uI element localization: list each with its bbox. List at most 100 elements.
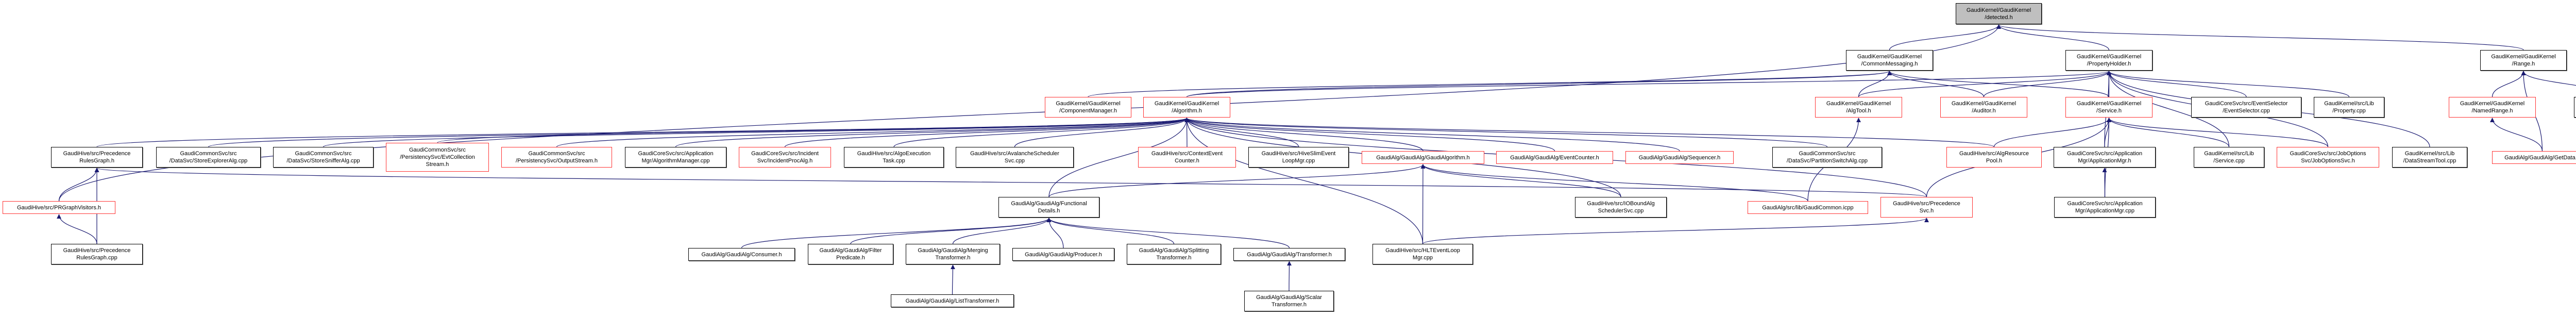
graph-node-funcdet[interactable]: GaudiAlg/GaudiAlg/Functional Details.h [998, 197, 1099, 218]
node-label: GaudiCommonSvc/src /DataSvc/StoreExplore… [169, 151, 248, 164]
graph-node-ctxcounter[interactable]: GaudiHive/src/ContextEvent Counter.h [1138, 147, 1236, 168]
node-label: GaudiCoreSvc/src/JobOptions Svc/JobOptio… [2290, 151, 2366, 164]
edge-algres-to-alg [1184, 118, 1995, 147]
graph-node-rangecpp[interactable]: GaudiKernel/src/Lib /Range.cpp [2574, 97, 2576, 118]
node-label: GaudiHive/src/HLTEventLoop Mgr.cpp [1385, 247, 1460, 261]
graph-node-libsvc[interactable]: GaudiKernel/src/Lib /Service.cpp [2194, 147, 2264, 168]
node-label: GaudiHive/src/PRGraphVisitors.h [16, 204, 101, 211]
edge-gcommon-to-gaudialg [1420, 164, 1808, 202]
graph-node-merging[interactable]: GaudiAlg/GaudiAlg/Merging Transformer.h [906, 244, 1000, 264]
graph-node-iobound[interactable]: GaudiHive/src/IOBoundAlg SchedulerSvc.cp… [1575, 197, 1667, 218]
graph-node-sequencer[interactable]: GaudiAlg/GaudiAlg/Sequencer.h [1625, 151, 1734, 164]
graph-node-algtool[interactable]: GaudiKernel/GaudiKernel /AlgTool.h [1815, 97, 1902, 118]
edge-consumer-to-funcdet [741, 218, 1052, 248]
graph-node-dstool[interactable]: GaudiKernel/src/Lib /DataStreamTool.cpp [2392, 147, 2467, 168]
node-label: GaudiKernel/src/Lib /Service.cpp [2204, 151, 2254, 164]
node-label: GaudiKernel/GaudiKernel /AlgTool.h [1826, 101, 1891, 114]
edge-libsvc-to-service [2107, 118, 2230, 147]
node-label: GaudiKernel/src/Lib /DataStreamTool.cpp [2403, 151, 2456, 164]
node-label: GaudiHive/src/AlgResource Pool.h [1959, 151, 2029, 164]
graph-node-service[interactable]: GaudiKernel/GaudiKernel /Service.h [2065, 97, 2153, 118]
graph-node-algoexec[interactable]: GaudiHive/src/AlgoExecution Task.cpp [844, 147, 944, 168]
graph-node-producer[interactable]: GaudiAlg/GaudiAlg/Producer.h [1012, 248, 1114, 261]
graph-node-jobopt[interactable]: GaudiCoreSvc/src/JobOptions Svc/JobOptio… [2277, 147, 2379, 168]
edge-libsvc-to-ph [2107, 71, 2230, 147]
edge-transformer-to-funcdet [1046, 218, 1290, 248]
graph-node-filter[interactable]: GaudiAlg/GaudiAlg/Filter Predicate.h [808, 244, 893, 264]
edge-avalanche-to-alg [1014, 118, 1189, 147]
graph-node-consumer[interactable]: GaudiAlg/GaudiAlg/Consumer.h [688, 248, 795, 261]
graph-node-evtcoll[interactable]: GaudiCommonSvc/src /PersistencySvc/EvtCo… [386, 143, 489, 172]
node-label: GaudiHive/src/HiveSlimEvent LoopMgr.cpp [1261, 151, 1336, 164]
graph-node-propcpp[interactable]: GaudiKernel/src/Lib /Property.cpp [2314, 97, 2384, 118]
edge-sequencer-to-alg [1184, 118, 1680, 152]
graph-node-gcommon[interactable]: GaudiAlg/src/lib/GaudiCommon.icpp [1748, 201, 1868, 214]
node-label: GaudiKernel/GaudiKernel /CommonMessaging… [1857, 54, 1922, 67]
graph-node-precsvc[interactable]: GaudiHive/src/Precedence Svc.h [1880, 197, 1973, 218]
edge-prgh-to-alg [96, 118, 1189, 147]
node-label: GaudiCommonSvc/src /PersistencySvc/EvtCo… [400, 147, 475, 168]
graph-node-partswitch[interactable]: GaudiCommonSvc/src /DataSvc/PartitionSwi… [1772, 147, 1882, 168]
graph-node-outstream[interactable]: GaudiCommonSvc/src /PersistencySvc/Outpu… [501, 147, 612, 168]
graph-node-storeexp[interactable]: GaudiCommonSvc/src /DataSvc/StoreExplore… [156, 147, 261, 168]
edge-algtool-to-ph [1858, 71, 2111, 97]
graph-node-transformer[interactable]: GaudiAlg/GaudiAlg/Transformer.h [1233, 248, 1345, 261]
graph-node-detected: GaudiKernel/GaudiKernel /detected.h [1956, 3, 2042, 24]
graph-node-prgh[interactable]: GaudiHive/src/Precedence RulesGraph.h [51, 147, 143, 168]
graph-node-algmgr[interactable]: GaudiCoreSvc/src/Application Mgr/Algorit… [625, 147, 726, 168]
edge-jobopt-to-service [2107, 118, 2329, 147]
edge-namedrange-to-range [2492, 71, 2526, 97]
edge-algres-to-service [1993, 118, 2111, 147]
edge-auditor-to-cm [1887, 71, 1985, 97]
edge-getdata-to-namedrange [2490, 118, 2543, 152]
edge-auditor-to-ph [1983, 71, 2111, 97]
graph-node-ph[interactable]: GaudiKernel/GaudiKernel /PropertyHolder.… [2065, 50, 2153, 71]
graph-node-appmgrh[interactable]: GaudiCoreSvc/src/Application Mgr/Applica… [2054, 147, 2156, 168]
graph-node-cm[interactable]: GaudiKernel/GaudiKernel /CommonMessaging… [1846, 50, 1933, 71]
graph-node-getdata[interactable]: GaudiAlg/GaudiAlg/GetData.h [2492, 151, 2576, 164]
graph-node-splitting[interactable]: GaudiAlg/GaudiAlg/Splitting Transformer.… [1127, 244, 1221, 264]
graph-node-incproc[interactable]: GaudiCoreSvc/src/Incident Svc/IncidentPr… [739, 147, 831, 168]
graph-node-algres[interactable]: GaudiHive/src/AlgResource Pool.h [1946, 147, 2042, 168]
node-label: GaudiCoreSvc/src/Application Mgr/Applica… [2066, 151, 2143, 164]
edge-alg-to-ph [1186, 71, 2111, 97]
graph-node-hiveslim[interactable]: GaudiHive/src/HiveSlimEvent LoopMgr.cpp [1248, 147, 1349, 168]
edge-outstream-to-alg [556, 118, 1189, 147]
graph-node-appmgrcpp[interactable]: GaudiCoreSvc/src/Application Mgr/Applica… [2054, 197, 2156, 218]
node-label: GaudiCoreSvc/src/Application Mgr/Algorit… [638, 151, 714, 164]
edge-cm-to-detected [1889, 24, 2001, 51]
graph-node-evsel[interactable]: GaudiCoreSvc/src/EventSelector /EventSel… [2191, 97, 2301, 118]
graph-node-avalanche[interactable]: GaudiHive/src/AvalancheScheduler Svc.cpp [956, 147, 1074, 168]
graph-node-auditor[interactable]: GaudiKernel/GaudiKernel /Auditor.h [1940, 97, 2027, 118]
edge-evsel-to-ph [2107, 71, 2247, 97]
edge-prgv-to-prgh [58, 168, 99, 202]
graph-node-hlt[interactable]: GaudiHive/src/HLTEventLoop Mgr.cpp [1372, 244, 1473, 264]
graph-node-range[interactable]: GaudiKernel/GaudiKernel /Range.h [2480, 50, 2567, 71]
graph-node-storesniff[interactable]: GaudiCommonSvc/src /DataSvc/StoreSniffer… [273, 147, 374, 168]
edge-hlt-to-alg [1184, 118, 1423, 244]
edge-propcpp-to-ph [2107, 71, 2350, 97]
graph-node-namedrange[interactable]: GaudiKernel/GaudiKernel /NamedRange.h [2449, 97, 2536, 118]
graph-node-prgv[interactable]: GaudiHive/src/PRGraphVisitors.h [3, 201, 115, 214]
edge-compmgr-to-cm [1088, 71, 1892, 97]
node-label: GaudiKernel/GaudiKernel /Service.h [2076, 101, 2142, 114]
graph-node-listtr[interactable]: GaudiAlg/GaudiAlg/ListTransformer.h [891, 294, 1014, 307]
node-label: GaudiAlg/GaudiAlg/Scalar Transformer.h [1256, 294, 1322, 308]
graph-node-prgcpp[interactable]: GaudiHive/src/Precedence RulesGraph.cpp [51, 244, 143, 264]
node-label: GaudiAlg/GaudiAlg/Filter Predicate.h [819, 247, 882, 261]
edge-prgv-to-detected [58, 24, 2001, 202]
graph-node-gaudialg[interactable]: GaudiAlg/GaudiAlg/GaudiAlgorithm.h [1362, 151, 1484, 164]
node-label: GaudiKernel/GaudiKernel /PropertyHolder.… [2076, 54, 2142, 67]
edge-funcdet-to-gaudialg [1048, 164, 1426, 197]
edge-algmgr-to-alg [675, 118, 1189, 147]
graph-node-compmgr[interactable]: GaudiKernel/GaudiKernel /ComponentManage… [1045, 97, 1131, 118]
node-label: GaudiHive/src/Precedence Svc.h [1893, 201, 1960, 214]
graph-node-scalar[interactable]: GaudiAlg/GaudiAlg/Scalar Transformer.h [1244, 291, 1334, 311]
node-label: GaudiAlg/GaudiAlg/GaudiAlgorithm.h [1376, 154, 1470, 161]
graph-node-alg[interactable]: GaudiKernel/GaudiKernel /Algorithm.h [1143, 97, 1230, 118]
edge-incproc-to-alg [784, 118, 1189, 147]
node-label: GaudiAlg/src/lib/GaudiCommon.icpp [1762, 204, 1854, 211]
graph-node-evcounter[interactable]: GaudiAlg/GaudiAlg/EventCounter.h [1496, 151, 1613, 164]
edge-ph-to-detected [1996, 24, 2110, 51]
